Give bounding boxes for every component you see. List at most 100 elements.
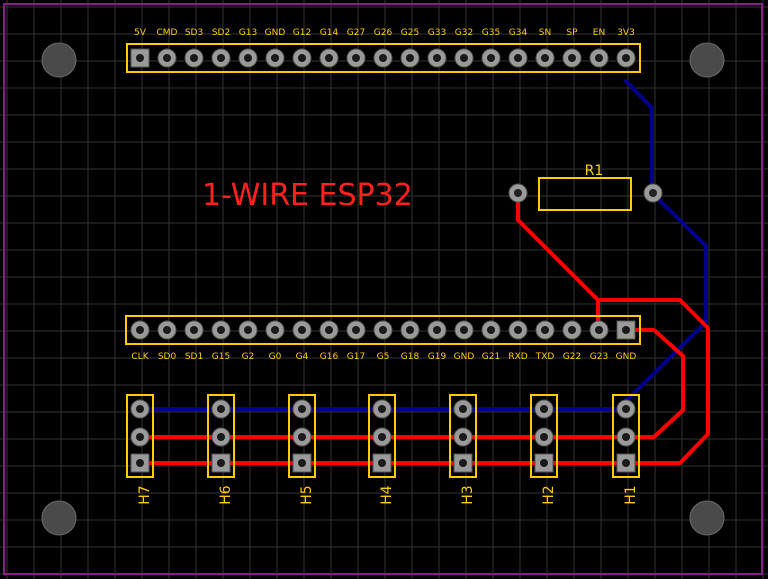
pin-label: RXD <box>508 352 527 362</box>
header-pad-hole <box>514 326 522 334</box>
connector-label: H3 <box>460 485 476 504</box>
pin-label: CMD <box>157 28 178 38</box>
connector-pad-hole <box>459 459 467 467</box>
connector-label: H2 <box>541 485 557 504</box>
header-pad-hole <box>271 326 279 334</box>
pin-label: G21 <box>482 352 500 362</box>
connector-label: H4 <box>379 485 395 505</box>
header-pad-hole <box>460 326 468 334</box>
connector-outline <box>368 394 396 478</box>
pin-label: G23 <box>590 352 608 362</box>
trace-gnd-to-bus <box>138 328 685 439</box>
pin-label: 5V <box>134 28 147 38</box>
header-pad-hole <box>271 54 279 62</box>
header-pad-hole <box>379 326 387 334</box>
connector-pad-hole <box>378 405 386 413</box>
connector-label: H6 <box>218 485 234 505</box>
resistor-body <box>538 177 632 211</box>
mounting-hole-top-right <box>689 42 725 78</box>
connector-pad-hole <box>540 433 548 441</box>
header-pad-hole <box>190 326 198 334</box>
pin-label: SD1 <box>185 352 203 362</box>
header-pad-hole <box>406 326 414 334</box>
connector-pad-hole <box>298 459 306 467</box>
pin-label: G14 <box>320 28 339 38</box>
connector-pad-hole <box>540 459 548 467</box>
mounting-holes <box>41 42 725 536</box>
connector-pad-hole <box>136 433 144 441</box>
pin-label: GND <box>265 28 286 38</box>
pin-label: SP <box>566 28 578 38</box>
connector-pad-hole <box>217 459 225 467</box>
connector-pad-hole <box>378 433 386 441</box>
connector-pad-hole <box>298 405 306 413</box>
pin-label: G0 <box>269 352 282 362</box>
header-pad-hole <box>406 54 414 62</box>
connector-h4: H4 <box>368 394 396 505</box>
connector-pad-hole <box>622 405 630 413</box>
header-pad-hole <box>514 54 522 62</box>
pin-label: G35 <box>482 28 500 38</box>
header-pad-hole <box>433 326 441 334</box>
header-pad-hole <box>487 54 495 62</box>
header-pad-hole <box>568 326 576 334</box>
connector-pad-hole <box>298 433 306 441</box>
connector-pad-hole <box>136 459 144 467</box>
pin-label: EN <box>593 28 605 38</box>
bottom-header-outline <box>125 315 641 345</box>
trace-3v3-to-r1 <box>624 79 654 195</box>
pin-label: G27 <box>347 28 365 38</box>
header-pad-hole <box>298 54 306 62</box>
header-pad-hole <box>352 54 360 62</box>
resistor-pad-left-hole <box>514 189 522 197</box>
pin-label: SD3 <box>185 28 203 38</box>
header-pad-hole <box>622 326 630 334</box>
header-pad-hole <box>136 326 144 334</box>
pin-label: SD0 <box>158 352 177 362</box>
pin-label: G5 <box>377 352 390 362</box>
connector-outline <box>449 394 477 478</box>
resistor-pad-right-hole <box>649 189 657 197</box>
connector-label: H7 <box>137 485 153 504</box>
connector-pad-hole <box>622 433 630 441</box>
header-pad-hole <box>460 54 468 62</box>
connector-pad-hole <box>217 405 225 413</box>
board-title: 1-WIRE ESP32 <box>202 178 413 213</box>
pin-label: G12 <box>293 28 311 38</box>
pin-label: G16 <box>320 352 339 362</box>
connector-pad-hole <box>459 405 467 413</box>
mounting-hole-bottom-left <box>41 500 77 536</box>
header-pad-hole <box>217 54 225 62</box>
board-outline <box>3 3 763 575</box>
pin-label: G2 <box>242 352 255 362</box>
bottom-header-pads <box>130 320 636 340</box>
pin-label: CLK <box>131 352 149 362</box>
pin-label: G32 <box>455 28 473 38</box>
resistor-r1: R1 <box>508 163 663 211</box>
connector-h1: H1 <box>612 394 640 505</box>
header-pad-hole <box>217 326 225 334</box>
pin-label: GND <box>616 352 637 362</box>
pin-label: G17 <box>347 352 365 362</box>
pin-label: TXD <box>535 352 555 362</box>
connector-pad-hole <box>459 433 467 441</box>
resistor-label: R1 <box>585 163 604 179</box>
top-header-outline <box>126 43 641 73</box>
header-pad-hole <box>163 54 171 62</box>
header-pad-hole <box>325 54 333 62</box>
header-pad-hole <box>244 54 252 62</box>
pin-label: G4 <box>296 352 309 362</box>
connector-pad-hole <box>622 459 630 467</box>
connector-pad-hole <box>378 459 386 467</box>
header-pad-hole <box>352 326 360 334</box>
header-pad-hole <box>163 326 171 334</box>
top-header-pads <box>130 48 636 68</box>
header-pad-hole <box>190 54 198 62</box>
mounting-hole-top-left <box>41 42 77 78</box>
header-pad-hole <box>244 326 252 334</box>
